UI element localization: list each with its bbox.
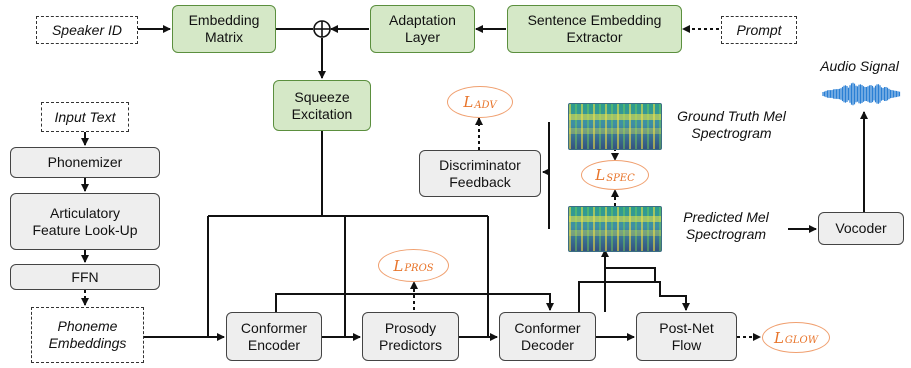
ffn-label: FFN <box>71 268 99 285</box>
discriminator-line1: Discriminator <box>439 156 521 173</box>
phonemizer-block: Phonemizer <box>10 147 160 178</box>
adaptation-layer-block: Adaptation Layer <box>370 5 475 53</box>
loss-pros-sub: PROS <box>404 263 434 274</box>
embedding-matrix-line1: Embedding <box>188 12 260 28</box>
embedding-matrix-line2: Matrix <box>204 29 244 45</box>
loss-glow-main: L <box>773 328 784 347</box>
input-text-label: Input Text <box>54 108 116 125</box>
conformer-decoder-line1: Conformer <box>514 319 581 336</box>
conformer-encoder-block: Conformer Encoder <box>226 312 322 361</box>
predicted-mel-line1: Predicted Mel <box>683 209 769 225</box>
audio-signal-label: Audio Signal <box>808 58 911 75</box>
prosody-predictors-line1: Prosody <box>384 319 437 336</box>
conformer-decoder-block: Conformer Decoder <box>499 312 596 361</box>
squeeze-excitation-block: Squeeze Excitation <box>273 80 371 131</box>
prosody-predictors-line2: Predictors <box>378 336 443 353</box>
predicted-mel-label: Predicted Mel Spectrogram <box>666 209 786 243</box>
predicted-spectrogram-image <box>568 206 662 252</box>
prosody-predictors-block: Prosody Predictors <box>362 312 459 361</box>
input-text-input: Input Text <box>41 102 129 132</box>
adaptation-layer-line2: Layer <box>404 29 441 45</box>
discriminator-line2: Feedback <box>449 173 511 190</box>
ffn-block: FFN <box>10 264 160 290</box>
ground-truth-spectrogram-image <box>568 103 662 150</box>
speaker-id-input: Speaker ID <box>36 16 138 44</box>
audio-waveform-icon <box>822 82 901 106</box>
loss-glow-sub: GLOW <box>784 335 819 346</box>
discriminator-feedback-block: Discriminator Feedback <box>419 150 541 197</box>
ground-truth-mel-label: Ground Truth Mel Spectrogram <box>664 108 799 142</box>
ground-truth-line1: Ground Truth Mel <box>677 108 786 124</box>
phonemizer-label: Phonemizer <box>47 154 123 170</box>
conformer-decoder-line2: Decoder <box>521 336 574 353</box>
conformer-encoder-line2: Encoder <box>247 336 301 353</box>
sentence-embedding-line1: Sentence Embedding <box>527 12 662 28</box>
phoneme-embeddings-line2: Embeddings <box>48 335 127 351</box>
prompt-input: Prompt <box>721 16 797 44</box>
loss-pros-main: L <box>393 256 404 275</box>
embedding-matrix-block: Embedding Matrix <box>172 5 276 53</box>
audio-signal-text: Audio Signal <box>820 58 899 74</box>
squeeze-excitation-line2: Excitation <box>291 105 353 122</box>
squeeze-excitation-line1: Squeeze <box>294 88 350 105</box>
phoneme-embeddings-input: Phoneme Embeddings <box>31 307 144 363</box>
loss-adv-sub: ADV <box>474 99 497 111</box>
articulatory-line2: Feature Look-Up <box>32 221 138 238</box>
post-net-flow-line2: Flow <box>671 336 702 353</box>
predicted-mel-line2: Spectrogram <box>685 226 767 242</box>
post-net-flow-line1: Post-Net <box>659 319 714 336</box>
loss-spec-sub: SPEC <box>606 172 635 184</box>
vocoder-block: Vocoder <box>818 212 904 245</box>
ground-truth-line2: Spectrogram <box>691 125 772 141</box>
loss-adv-main: L <box>463 93 474 111</box>
prompt-label: Prompt <box>736 21 782 38</box>
vocoder-label: Vocoder <box>835 220 887 236</box>
phoneme-embeddings-line1: Phoneme <box>57 318 118 334</box>
sentence-embedding-line2: Extractor <box>566 29 623 45</box>
post-net-flow-block: Post-Net Flow <box>636 312 737 361</box>
speaker-id-label: Speaker ID <box>51 21 123 38</box>
conformer-encoder-line1: Conformer <box>240 319 308 336</box>
loss-spec-main: L <box>595 166 606 184</box>
adaptation-layer-line1: Adaptation <box>389 12 456 28</box>
sentence-embedding-extractor-block: Sentence Embedding Extractor <box>507 5 682 53</box>
articulatory-line1: Articulatory <box>49 204 121 221</box>
articulatory-lookup-block: Articulatory Feature Look-Up <box>10 193 160 250</box>
